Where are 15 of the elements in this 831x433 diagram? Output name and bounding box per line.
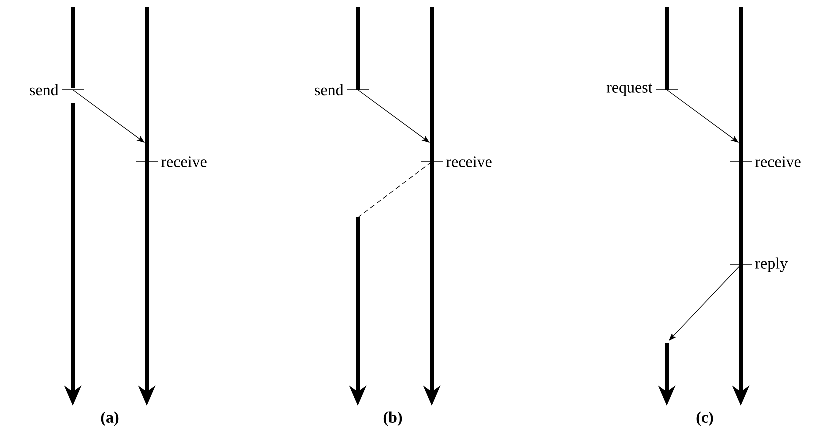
event-label: receive (446, 156, 492, 168)
event-label: reply (756, 258, 788, 272)
panel-label: (c) (696, 412, 714, 426)
panel-label: (b) (384, 412, 402, 426)
panel-label: (a) (101, 412, 119, 426)
event-label: receive (756, 156, 801, 168)
message-arrow (669, 264, 742, 341)
message-arrow (72, 90, 145, 143)
message-arrow (666, 90, 739, 143)
event-label: request (606, 84, 653, 96)
connector-line (358, 162, 432, 218)
event-label: send (30, 84, 59, 96)
event-label: send (315, 84, 344, 96)
event-label: receive (162, 156, 207, 168)
message-arrow (358, 90, 430, 143)
